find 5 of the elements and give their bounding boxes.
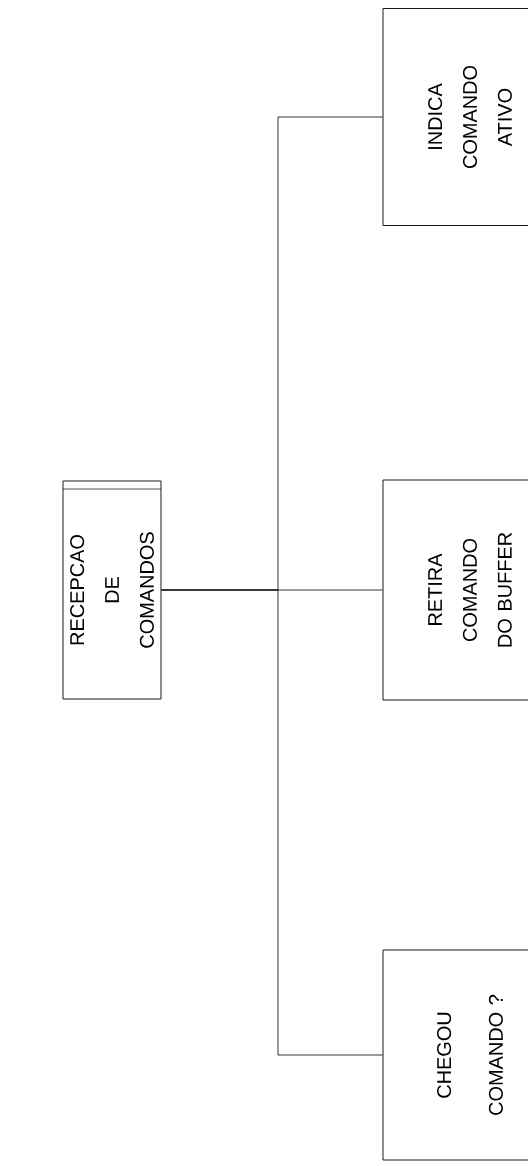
process-box: INDICA COMANDO ATIVO	[382, 8, 528, 226]
process-box: CHEGOU COMANDO ?	[382, 949, 528, 1161]
process-box: RETIRA COMANDO DO BUFFER	[382, 479, 528, 701]
process-box: RECEPCAO DE COMANDOS	[62, 480, 162, 700]
connector-line	[161, 116, 383, 591]
